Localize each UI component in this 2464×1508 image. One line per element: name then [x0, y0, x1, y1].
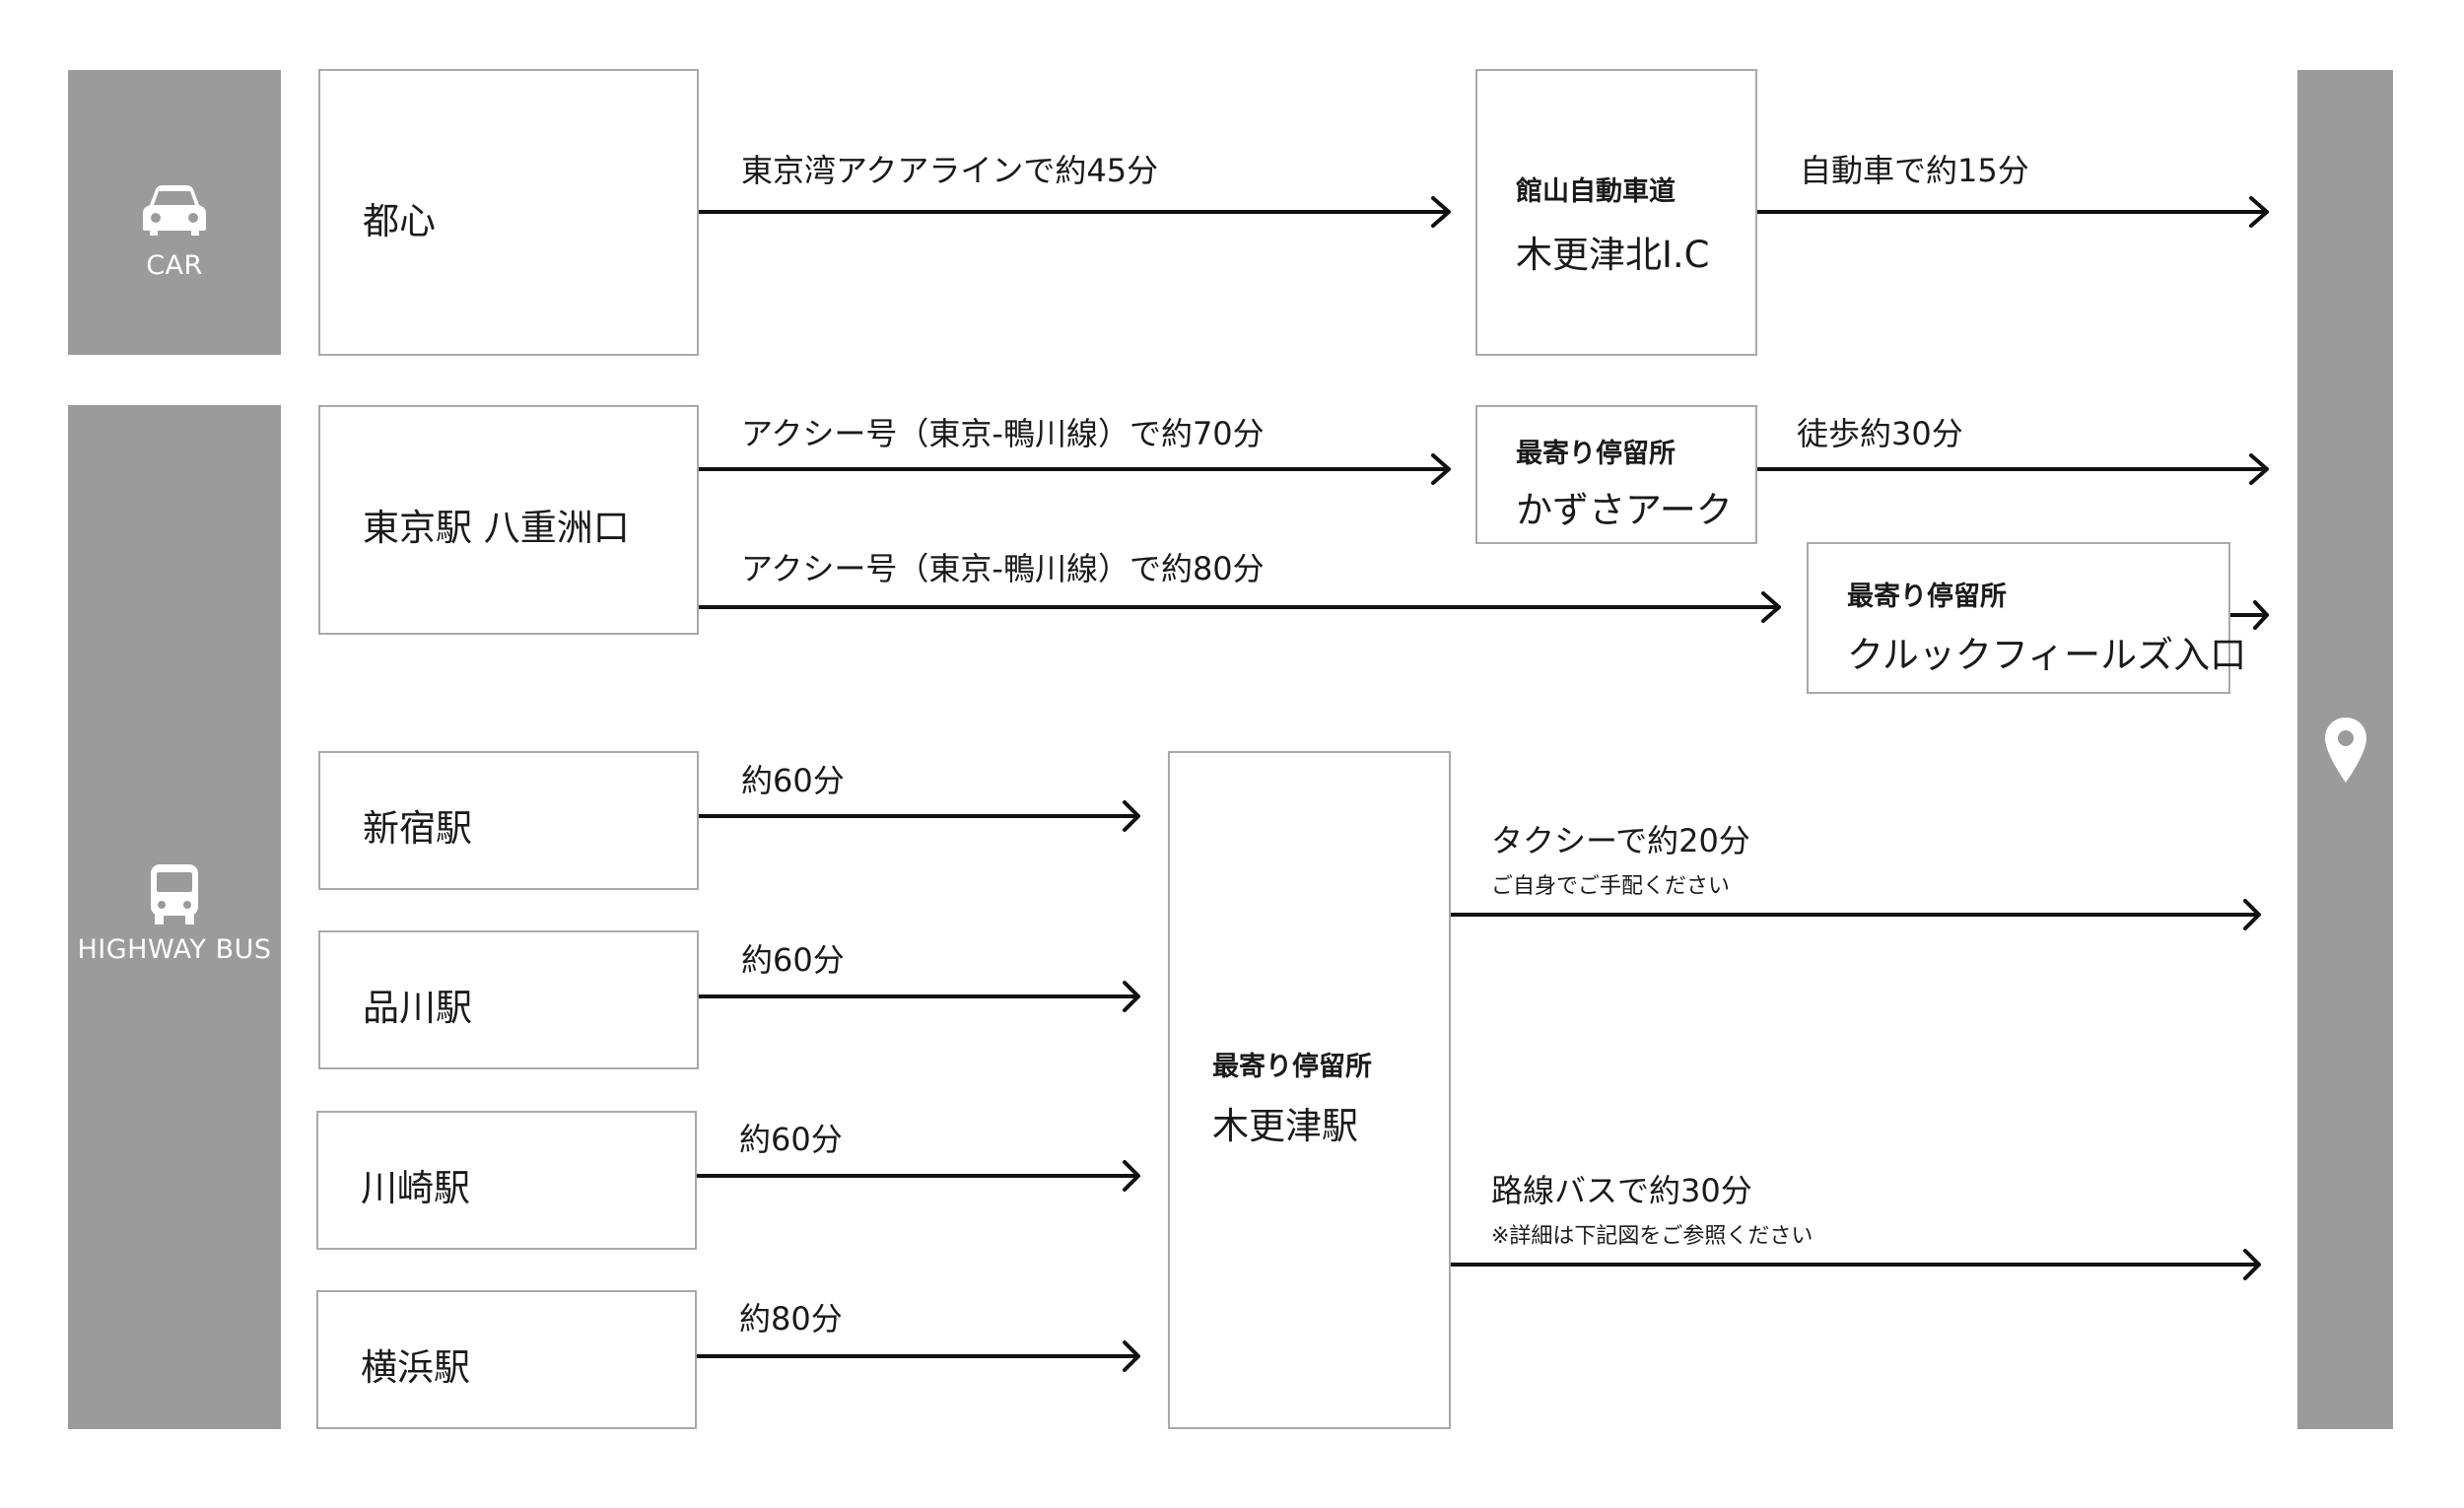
car-leg1-arrow — [697, 196, 1451, 228]
car-label: CAR — [146, 250, 203, 281]
tokyo-route2-label: アクシー号（東京-鴨川線）で約80分 — [741, 550, 1265, 587]
tokyo-route1-label: アクシー号（東京-鴨川線）で約70分 — [741, 415, 1265, 452]
station-box-shinjuku: 新宿駅 — [318, 751, 699, 890]
origin-name: 東京駅 八重洲口 — [363, 507, 630, 549]
station-time: 約60分 — [741, 941, 845, 979]
origin-box-toshin: 都心 — [318, 69, 699, 356]
stop-name: かずさアーク — [1516, 489, 1733, 531]
stop-box-kazusa-ark: 最寄り停留所 かずさアーク — [1475, 405, 1757, 544]
local-bus-label: 路線バスで約30分 — [1491, 1172, 1752, 1209]
origin-name: 都心 — [363, 200, 436, 242]
station-name: 新宿駅 — [363, 807, 472, 850]
hub-name: 木更津駅 — [1212, 1105, 1358, 1147]
car-icon — [143, 185, 206, 236]
station-name: 品川駅 — [363, 987, 472, 1029]
taxi-note: ご自身でご手配ください — [1491, 874, 1731, 899]
station-arrow-yokohama — [695, 1340, 1140, 1372]
station-box-shinagawa: 品川駅 — [318, 930, 699, 1069]
stop2-arrow — [2228, 600, 2269, 630]
tokyo-route2-arrow — [697, 591, 1781, 623]
destination-band — [2297, 70, 2393, 1429]
stop-subtitle: 最寄り停留所 — [1516, 439, 1676, 469]
station-name: 川崎駅 — [361, 1167, 470, 1209]
stop-subtitle: 最寄り停留所 — [1847, 582, 2007, 612]
hub-subtitle: 最寄り停留所 — [1212, 1052, 1372, 1082]
station-time: 約80分 — [739, 1300, 843, 1337]
hub-box-kisarazu-station: 最寄り停留所 木更津駅 — [1168, 751, 1451, 1429]
hub-name: 木更津北I.C — [1516, 234, 1710, 276]
local-bus-note: ※詳細は下記図をご参照ください — [1491, 1224, 1814, 1249]
bus-label: HIGHWAY BUS — [77, 934, 272, 965]
tokyo-route1-arrow — [697, 453, 1451, 485]
car-leg2-label: 自動車で約15分 — [1800, 152, 2029, 189]
station-time: 約60分 — [741, 762, 845, 799]
stop-name: クルックフィールズ入口 — [1847, 634, 2247, 676]
hub-box-kisarazu-kita-ic: 館山自動車道 木更津北I.C — [1475, 69, 1757, 356]
bus-band: HIGHWAY BUS — [68, 405, 281, 1429]
car-band: CAR — [68, 70, 281, 355]
walk-label: 徒歩約30分 — [1797, 415, 1963, 452]
walk-arrow — [1755, 453, 2269, 485]
local-bus-arrow — [1449, 1249, 2261, 1280]
station-arrow-shinagawa — [697, 981, 1140, 1012]
station-arrow-kawasaki — [695, 1160, 1140, 1192]
station-arrow-shinjuku — [697, 800, 1140, 832]
map-pin-icon — [2325, 718, 2366, 783]
car-leg1-label: 東京湾アクアラインで約45分 — [741, 152, 1159, 189]
stop-box-kurkku-fields: 最寄り停留所 クルックフィールズ入口 — [1807, 542, 2246, 694]
station-box-kawasaki: 川崎駅 — [316, 1111, 697, 1250]
taxi-label: タクシーで約20分 — [1491, 822, 1750, 859]
taxi-arrow — [1449, 899, 2261, 930]
car-leg2-arrow — [1755, 196, 2269, 228]
station-box-yokohama: 横浜駅 — [316, 1290, 697, 1429]
hub-subtitle: 館山自動車道 — [1516, 176, 1676, 207]
station-time: 約60分 — [739, 1121, 843, 1158]
station-name: 横浜駅 — [361, 1346, 470, 1389]
bus-icon — [151, 864, 198, 925]
origin-box-tokyo: 東京駅 八重洲口 — [318, 405, 699, 635]
